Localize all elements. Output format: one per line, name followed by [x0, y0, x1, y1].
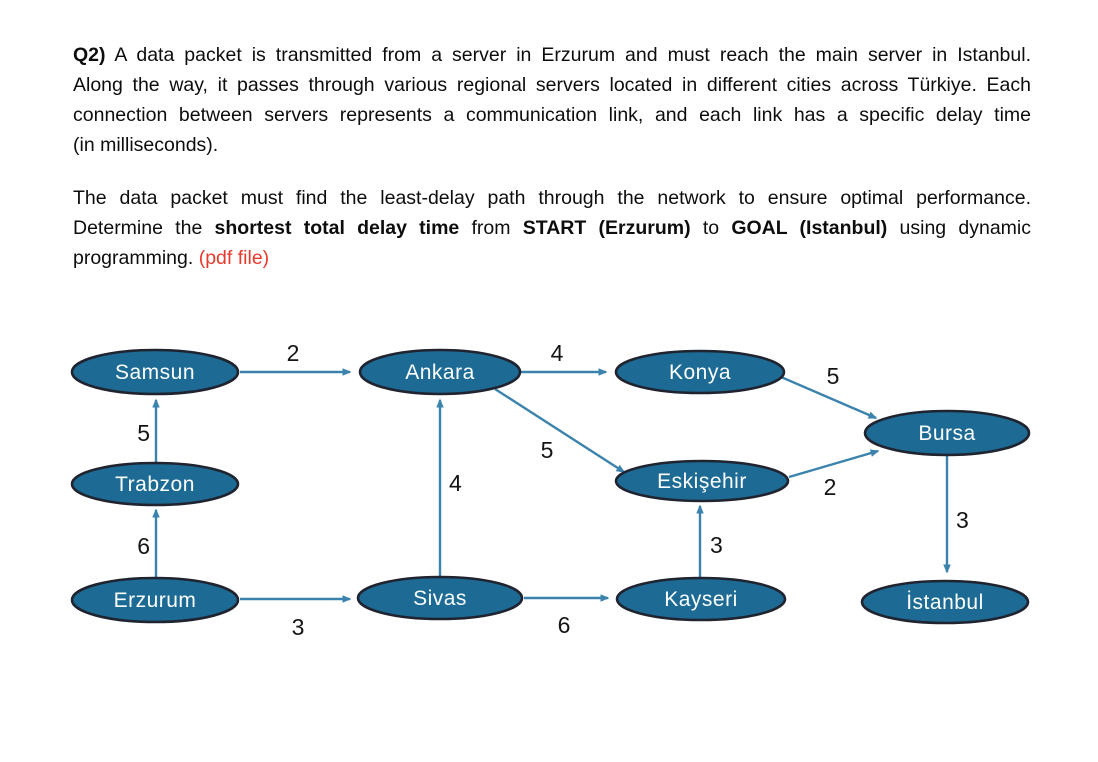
edge-weight-label: 6 — [558, 612, 571, 638]
edge-trabzon-samsun: 5 — [137, 398, 160, 462]
paragraph-1: Q2) A data packet is transmitted from a … — [73, 40, 1031, 160]
edge-weight-label: 5 — [137, 420, 150, 446]
node-bursa: Bursa — [863, 409, 1031, 457]
edge-weight-label: 3 — [956, 507, 969, 533]
edge-weight-label: 2 — [824, 474, 837, 500]
node-label: Erzurum — [114, 589, 197, 612]
edge-erzurum-trabzon: 6 — [137, 508, 160, 578]
emphasis-start-node: START (Erzurum) — [522, 217, 691, 239]
p2-line1: The data packet must find the least-dela… — [73, 187, 1031, 209]
emphasis-shortest-delay: shortest total delay time — [214, 217, 460, 239]
paragraph-2: The data packet must find the least-dela… — [73, 183, 1031, 273]
pdf-file-link[interactable]: (pdf file) — [198, 247, 270, 269]
edge-weight-label: 4 — [449, 470, 462, 496]
node-eskisehir: Eskişehir — [614, 459, 790, 503]
node-label: İstanbul — [906, 591, 984, 614]
edge-weight-label: 3 — [710, 532, 723, 558]
node-label: Ankara — [405, 361, 475, 384]
node-samsun: Samsun — [70, 348, 240, 396]
edge-bursa-istanbul: 3 — [943, 456, 969, 574]
node-label: Bursa — [918, 422, 975, 445]
edge-sivas-ankara: 4 — [436, 398, 462, 576]
node-label: Sivas — [413, 587, 467, 610]
p2-line3: programming. (pdf file) — [73, 247, 270, 269]
node-label: Samsun — [115, 361, 195, 384]
p2-line2: Determine the shortest total delay time … — [73, 217, 1031, 239]
edge-konya-bursa: 5 — [780, 363, 878, 420]
node-label: Eskişehir — [657, 470, 747, 493]
edge-ankara-konya: 4 — [521, 340, 608, 376]
edge-erzurum-sivas: 3 — [240, 595, 352, 640]
p1-line2: Along the way, it passes through various… — [73, 74, 1031, 96]
edge-ankara-eskisehir: 5 — [494, 387, 626, 474]
emphasis-goal-node: GOAL (Istanbul) — [731, 217, 888, 239]
question-text: Q2) A data packet is transmitted from a … — [73, 40, 1031, 273]
p1-line3: connection between servers represents a … — [73, 104, 1031, 126]
node-erzurum: Erzurum — [70, 576, 240, 624]
node-sivas: Sivas — [356, 575, 524, 621]
node-label: Kayseri — [664, 588, 738, 611]
question-number: Q2) — [73, 44, 106, 66]
edge-kayseri-eskisehir: 3 — [696, 504, 723, 577]
node-kayseri: Kayseri — [615, 576, 787, 622]
edge-weight-label: 6 — [137, 533, 150, 559]
node-trabzon: Trabzon — [70, 461, 240, 507]
node-ankara: Ankara — [358, 348, 522, 396]
edge-weight-label: 5 — [541, 437, 554, 463]
edge-samsun-ankara: 2 — [240, 340, 352, 376]
edge-sivas-kayseri: 6 — [524, 594, 610, 638]
edge-weight-label: 4 — [551, 340, 564, 366]
node-label: Trabzon — [115, 473, 195, 496]
edge-weight-label: 2 — [287, 340, 300, 366]
edge-weight-label: 3 — [292, 614, 305, 640]
edge-weight-label: 5 — [827, 363, 840, 389]
node-istanbul: İstanbul — [860, 579, 1030, 625]
edge-eskisehir-bursa: 2 — [788, 449, 880, 500]
node-konya: Konya — [614, 349, 786, 395]
node-label: Konya — [669, 361, 731, 384]
p1-line4: (in milliseconds). — [73, 134, 219, 156]
p1-line1: Q2) A data packet is transmitted from a … — [73, 44, 1031, 66]
